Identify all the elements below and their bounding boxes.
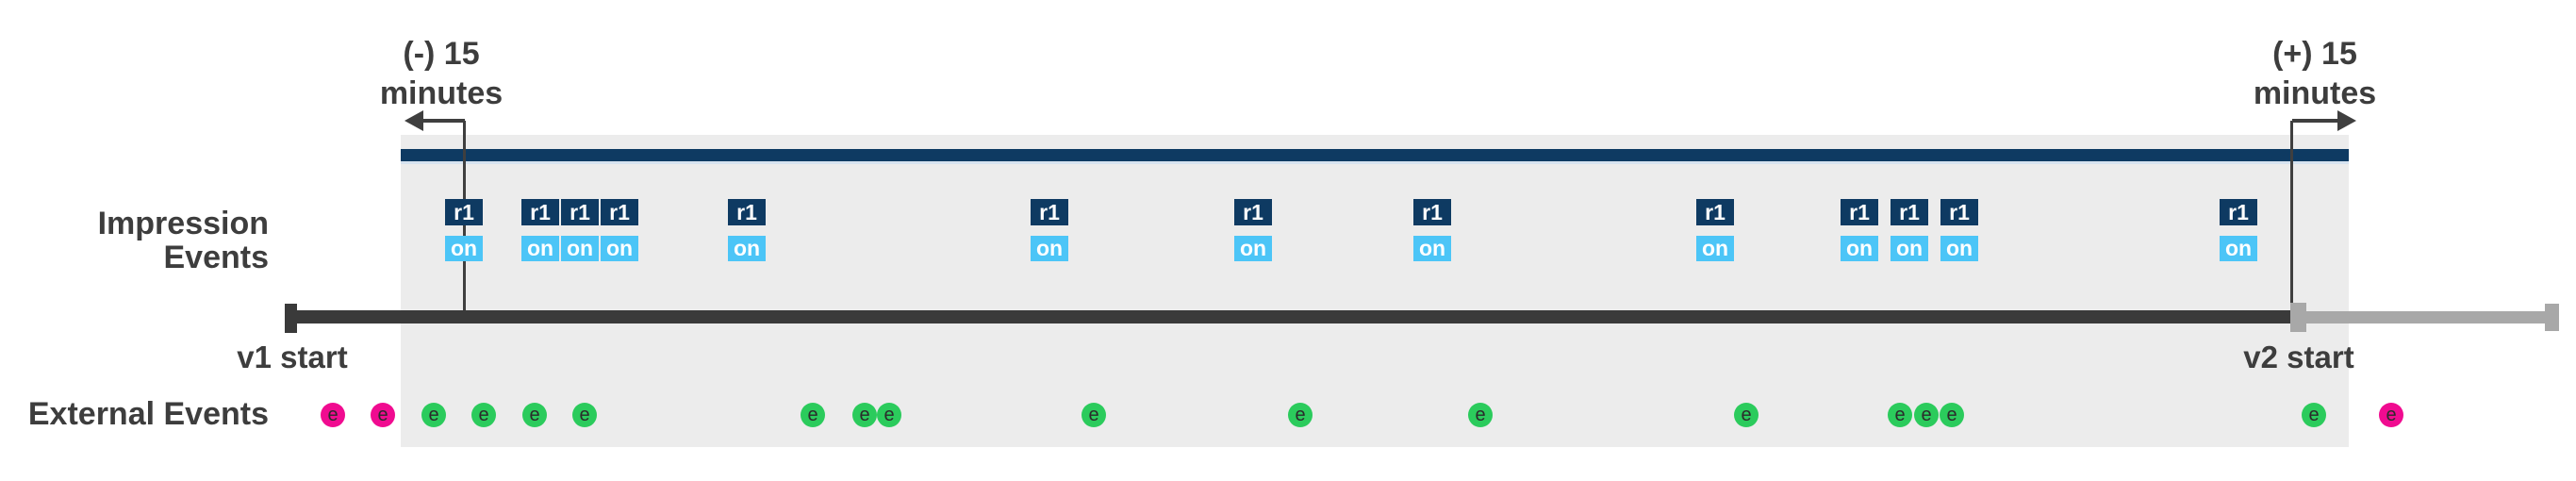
external-event-dot: e [371, 403, 395, 427]
reach-badge: r1 [1841, 199, 1878, 225]
left-arrowhead-icon [405, 110, 423, 131]
status-badge: on [521, 236, 559, 261]
impression-event-column: r1 on [728, 199, 766, 261]
external-event-dot: e [1468, 403, 1493, 427]
reach-badge: r1 [1940, 199, 1978, 225]
timeline-end-cap [2545, 304, 2559, 331]
impression-event-column: r1 on [1413, 199, 1451, 261]
right-arrowhead-icon [2337, 110, 2356, 131]
status-badge: on [1234, 236, 1272, 261]
pre-window-offset-line2: minutes [379, 75, 504, 111]
status-badge: on [601, 236, 638, 261]
post-window-offset-line2: minutes [2253, 75, 2377, 111]
reach-badge: r1 [521, 199, 559, 225]
reach-badge: r1 [445, 199, 483, 225]
impression-event-column: r1 on [601, 199, 638, 261]
timeline-v2-segment [2298, 311, 2548, 323]
analysis-window-band [401, 135, 2349, 447]
impression-event-column: r1 on [2220, 199, 2257, 261]
reach-badge: r1 [2220, 199, 2257, 225]
right-offset-marker-line [2290, 121, 2293, 303]
external-events-row-label: External Events [27, 396, 269, 432]
impression-event-column: r1 on [1841, 199, 1878, 261]
pre-window-offset-line1: (-) 15 [403, 36, 480, 72]
left-arrow-line [421, 119, 465, 123]
external-event-dot: e [877, 403, 901, 427]
external-event-dot: e [852, 403, 877, 427]
impression-event-column: r1 on [1234, 199, 1272, 261]
right-arrow-line [2292, 119, 2337, 123]
external-event-dot: e [1888, 403, 1912, 427]
v1-start-label: v1 start [237, 340, 348, 374]
status-badge: on [2220, 236, 2257, 261]
reach-badge: r1 [1031, 199, 1068, 225]
pre-window-offset-label: (-) 15 minutes [338, 34, 545, 113]
external-event-dot: e [1288, 403, 1313, 427]
impression-event-column: r1 on [561, 199, 599, 261]
impression-event-column: r1 on [445, 199, 483, 261]
timeline-v2-start-cap [2290, 303, 2306, 332]
external-event-dot: e [801, 403, 825, 427]
external-event-dot: e [2302, 403, 2326, 427]
impression-event-column: r1 on [1940, 199, 1978, 261]
impression-event-column: r1 on [1696, 199, 1734, 261]
impression-events-row-label: Impression Events [97, 206, 269, 275]
timeline-v1-segment [290, 310, 2295, 323]
v2-start-label: v2 start [2243, 340, 2354, 374]
status-badge: on [1891, 236, 1928, 261]
external-event-dot: e [1734, 403, 1759, 427]
external-event-dot: e [1082, 403, 1106, 427]
reach-badge: r1 [561, 199, 599, 225]
status-badge: on [1031, 236, 1068, 261]
status-badge: on [1696, 236, 1734, 261]
status-badge: on [561, 236, 599, 261]
external-event-dot: e [421, 403, 446, 427]
status-badge: on [1940, 236, 1978, 261]
timeline-v1-start-cap [285, 304, 297, 333]
campaign-duration-bar [401, 149, 2349, 161]
reach-badge: r1 [1413, 199, 1451, 225]
reach-badge: r1 [1696, 199, 1734, 225]
reach-badge: r1 [728, 199, 766, 225]
reach-badge: r1 [1234, 199, 1272, 225]
status-badge: on [1841, 236, 1878, 261]
impression-event-column: r1 on [1891, 199, 1928, 261]
external-event-dot: e [522, 403, 547, 427]
status-badge: on [728, 236, 766, 261]
external-event-dot: e [471, 403, 496, 427]
external-event-dot: e [572, 403, 597, 427]
external-event-dot: e [2379, 403, 2403, 427]
status-badge: on [445, 236, 483, 261]
reach-badge: r1 [1891, 199, 1928, 225]
external-event-dot: e [1914, 403, 1939, 427]
campaign-duration-bar-edge [401, 161, 2349, 164]
external-event-dot: e [321, 403, 345, 427]
status-badge: on [1413, 236, 1451, 261]
external-event-dot: e [1940, 403, 1964, 427]
impression-event-column: r1 on [521, 199, 559, 261]
post-window-offset-line1: (+) 15 [2272, 36, 2357, 72]
reach-badge: r1 [601, 199, 638, 225]
impression-event-column: r1 on [1031, 199, 1068, 261]
post-window-offset-label: (+) 15 minutes [2211, 34, 2419, 113]
